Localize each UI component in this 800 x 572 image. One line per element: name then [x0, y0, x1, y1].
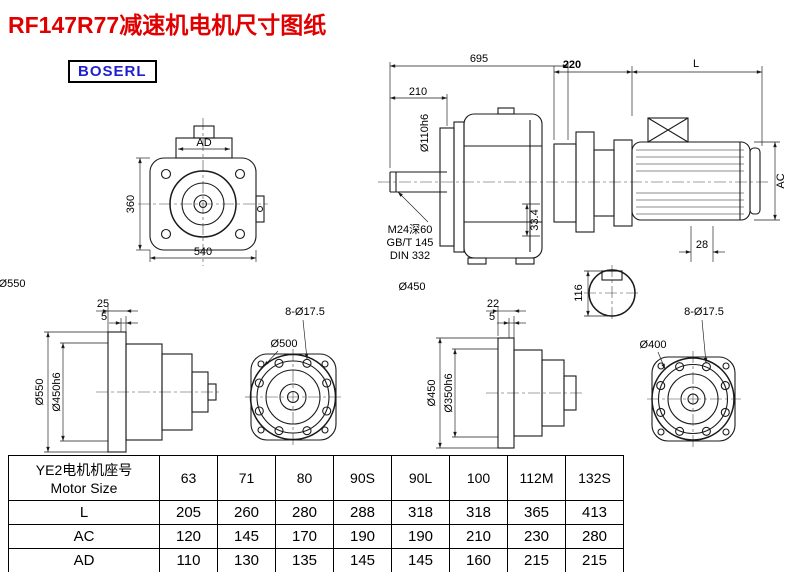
dimension-value-cell: 413 — [565, 500, 624, 525]
dim-v6-350h6-label: Ø350h6 — [443, 373, 455, 412]
dimension-value-cell: 260 — [217, 500, 276, 525]
dim-v4-450h6-label: Ø450h6 — [51, 372, 63, 411]
dim-d450-label: Ø450 — [399, 281, 426, 293]
centerlines — [96, 118, 770, 447]
dimension-value-cell: 205 — [159, 500, 218, 525]
table-row-AC: AC 120 145 170 190 190 210 230 280 — [8, 524, 624, 549]
dim-shaft-dia-label: Ø110h6 — [419, 114, 431, 152]
row-label-cell: AC — [8, 524, 160, 549]
motor-fins — [636, 149, 744, 215]
dimension-value-cell: 280 — [565, 524, 624, 549]
size-col-header: 71 — [217, 455, 276, 501]
dimension-lines — [44, 62, 780, 453]
flange-side-view-550 — [107, 331, 217, 453]
dimension-value-cell: 135 — [275, 548, 334, 572]
dim-tap-std2-label: DIN 332 — [390, 250, 430, 262]
dimension-value-cell: 145 — [333, 548, 392, 572]
dimension-value-cell: 230 — [507, 524, 566, 549]
gearbox-side-view — [389, 107, 543, 265]
dimension-value-cell: 280 — [275, 500, 334, 525]
dimension-value-cell: 318 — [449, 500, 508, 525]
dimension-value-cell: 160 — [449, 548, 508, 572]
size-col-header: 63 — [159, 455, 218, 501]
dim-tap-std1-label: GB/T 145 — [387, 237, 434, 249]
dimension-value-cell: 110 — [159, 548, 218, 572]
dim-v5-500-label: Ø500 — [271, 338, 298, 350]
header-en: Motor Size — [50, 480, 118, 496]
dim-28-label: 28 — [696, 239, 708, 251]
dim-540-label: 540 — [194, 246, 212, 258]
flange-front-view-400 — [651, 356, 736, 442]
size-col-header: 100 — [449, 455, 508, 501]
dimension-value-cell: 215 — [565, 548, 624, 572]
dimension-value-cell: 145 — [391, 548, 450, 572]
header-cn: YE2电机机座号 — [35, 462, 133, 478]
dim-v6-450-label: Ø450 — [426, 380, 438, 407]
dim-L-label: L — [693, 58, 699, 70]
dimension-value-cell: 318 — [391, 500, 450, 525]
dim-360-label: 360 — [125, 195, 137, 213]
dimension-labels: AD 360 540 Ø550 695 210 Ø110h6 M24深60 GB… — [0, 53, 787, 413]
dimension-value-cell: 130 — [217, 548, 276, 572]
dimension-value-cell: 190 — [333, 524, 392, 549]
gearbox-front-view — [149, 125, 265, 251]
size-col-header: 80 — [275, 455, 334, 501]
brand-logo: BOSERL — [68, 60, 157, 83]
size-col-header: 112M — [507, 455, 566, 501]
dim-v7-400-label: Ø400 — [640, 339, 667, 351]
dim-116-label: 116 — [573, 284, 585, 302]
dimension-value-cell: 215 — [507, 548, 566, 572]
dim-22-label: 22 — [487, 298, 499, 310]
brand-logo-text: BOSERL — [78, 63, 147, 80]
dim-d550-label: Ø550 — [0, 278, 25, 290]
dim-5b-label: 5 — [489, 311, 495, 323]
dim-210-label: 210 — [409, 86, 427, 98]
technical-drawing: AD 360 540 Ø550 695 210 Ø110h6 M24深60 GB… — [0, 53, 787, 453]
dimension-value-cell: 170 — [275, 524, 334, 549]
dim-v5-bolts-label: 8-Ø17.5 — [285, 306, 325, 318]
dim-334-label: 33.4 — [529, 209, 541, 230]
dim-695-label: 695 — [470, 53, 488, 65]
dimension-value-cell: 288 — [333, 500, 392, 525]
flange-side-view-450 — [497, 337, 577, 449]
dim-220-label: 220 — [563, 59, 581, 71]
dim-v4-550-label: Ø550 — [34, 379, 46, 406]
dim-AC-label: AC — [775, 173, 787, 188]
size-col-header: 132S — [565, 455, 624, 501]
motor-size-header-cell: YE2电机机座号 Motor Size — [8, 455, 160, 501]
motor-size-table: YE2电机机座号 Motor Size 63 71 80 90S 90L 100… — [8, 455, 624, 572]
dim-5a-label: 5 — [101, 311, 107, 323]
dimension-value-cell: 145 — [217, 524, 276, 549]
motor-assembly-view — [553, 117, 761, 233]
dim-ad-label: AD — [196, 137, 211, 149]
dim-25-label: 25 — [97, 298, 109, 310]
dimension-value-cell: 120 — [159, 524, 218, 549]
dim-v7-bolts-label: 8-Ø17.5 — [684, 306, 724, 318]
size-col-header: 90L — [391, 455, 450, 501]
flange-front-view-500 — [249, 353, 337, 441]
dimension-value-cell: 365 — [507, 500, 566, 525]
row-label-cell: AD — [8, 548, 160, 572]
table-row-L: L 205 260 280 288 318 318 365 413 — [8, 500, 624, 525]
table-row-AD: AD 110 130 135 145 145 160 215 215 — [8, 548, 624, 572]
page-title: RF147R77减速机电机尺寸图纸 — [8, 12, 327, 38]
row-label-cell: L — [8, 500, 160, 525]
table-header-row: YE2电机机座号 Motor Size 63 71 80 90S 90L 100… — [8, 455, 624, 501]
dimension-value-cell: 190 — [391, 524, 450, 549]
dimension-value-cell: 210 — [449, 524, 508, 549]
dim-tap-label: M24深60 — [388, 223, 433, 236]
size-col-header: 90S — [333, 455, 392, 501]
